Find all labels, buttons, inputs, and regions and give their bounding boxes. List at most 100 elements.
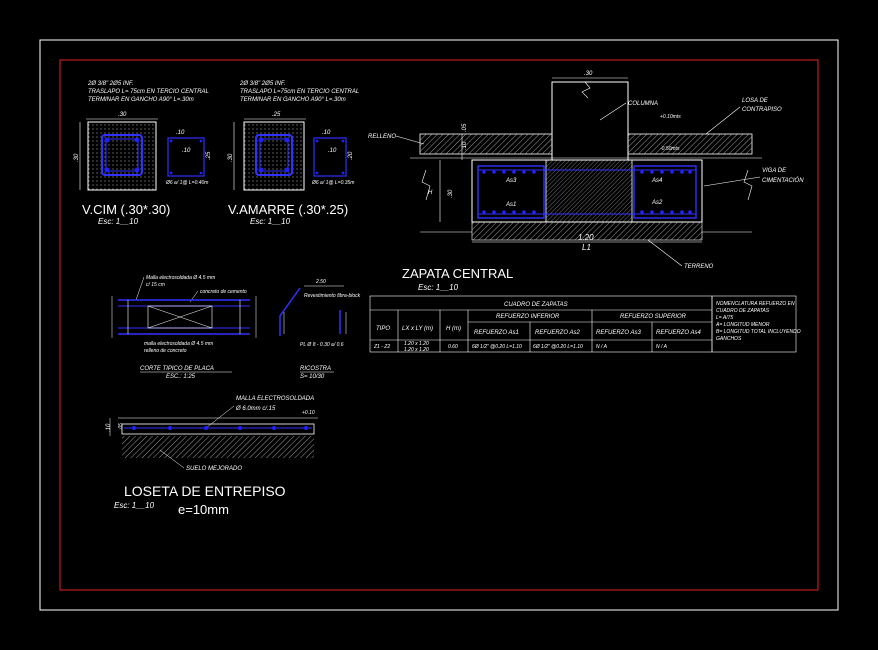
vamarre-small-side: .20 xyxy=(348,151,354,160)
vamarre-stirrup xyxy=(255,134,293,176)
ricostra-title: RICOSTRA xyxy=(300,366,331,372)
label-as2: As2 xyxy=(651,200,663,206)
contrapiso-left xyxy=(419,133,553,155)
column xyxy=(551,81,629,161)
zapata-dim-width: 1.20 xyxy=(578,233,594,242)
table-row-as3: N / A xyxy=(596,344,608,350)
zapata-dim-col: .30 xyxy=(584,71,593,77)
outer-border xyxy=(39,39,839,611)
vcim-small-mid: .10 xyxy=(182,148,191,154)
label-contrapiso: CONTRAPISO xyxy=(742,107,782,113)
table-col-as2: REFUERZO As2 xyxy=(535,330,580,336)
table-col-as1: REFUERZO As1 xyxy=(474,330,519,336)
placa-note-bot-2: relleno de concreto xyxy=(144,348,187,354)
placa-note-top-3: concreto de cemento xyxy=(200,289,247,295)
loseta-detail: MALLA ELECTROSOLDADA Ø 6.0mm c/.15 +0.10… xyxy=(106,396,318,517)
table-note-6: GANCHOS xyxy=(716,336,742,342)
vcim-note-2: TRASLAPO L= 75cm EN TERCIO CENTRAL xyxy=(88,89,209,95)
table-col-as4: REFUERZO As4 xyxy=(656,330,701,336)
table-row-as4: N / A xyxy=(656,344,668,350)
vcim-dim-side: .30 xyxy=(74,153,80,162)
zapata-title: ZAPATA CENTRAL xyxy=(402,266,513,281)
beam-rebar-left xyxy=(477,165,545,219)
vcim-stirrup-note: Ø6 a/ 1@ L=0.40m xyxy=(165,180,208,186)
table-col-as3: REFUERZO As3 xyxy=(596,330,641,336)
placa-title: CORTE TIPICO DE PLACA xyxy=(140,366,214,372)
vcim-stirrup xyxy=(101,134,143,176)
table-note-2: CUADRO DE ZAPATAS xyxy=(716,308,770,314)
vcim-small-section xyxy=(167,137,205,177)
loseta-suelo: SUELO MEJORADO xyxy=(186,466,242,472)
table-col-tipo: TIPO xyxy=(376,326,390,332)
placa-scale: ESC.: 1:25 xyxy=(166,374,196,380)
loseta-dim-10: .10 xyxy=(106,423,112,432)
table-col-h: H (m) xyxy=(446,326,461,332)
level-top: +0.10mts xyxy=(660,114,681,120)
zapata-dim-l1: L1 xyxy=(582,243,591,252)
vamarre-scale: Esc: 1__10 xyxy=(250,217,291,226)
ricostra-detail: 2.50 Revestimiento fibra-block PL Ø 8 - … xyxy=(279,279,361,380)
ricostra-note-2: PL Ø 8 - 0.30 a/ 0.6 xyxy=(300,342,344,348)
inner-border xyxy=(59,59,819,591)
table-title: CUADRO DE ZAPATAS xyxy=(504,302,568,308)
suelo-mejorado xyxy=(122,436,314,458)
vcim-section xyxy=(87,121,157,191)
table-note-5: B= LONGITUD TOTAL INCLUYENDO xyxy=(716,329,801,335)
vamarre-note-2: TRASLAPO L=75cm EN TERCIO CENTRAL xyxy=(240,89,359,95)
table-row-as1: 6Ø 1/2" @0.20 L=1.10 xyxy=(472,344,522,350)
label-viga-2: CIMENTACIÓN xyxy=(762,177,804,184)
table-row-h: 0.60 xyxy=(448,344,458,350)
table-group-inf: REFUERZO INFERIOR xyxy=(496,314,560,320)
vamarre-title: V.AMARRE (.30*.25) xyxy=(228,202,348,217)
pedestal xyxy=(545,159,633,223)
vamarre-stirrup-note: Ø6 a/ 1@ L=0.35m xyxy=(311,180,354,186)
table-row-lx: 1.20 x 1.20 xyxy=(404,341,429,347)
label-as3: As3 xyxy=(505,178,517,184)
table-note-4: A= LONGITUD MENOR xyxy=(715,322,770,328)
table-group-sup: REFUERZO SUPERIOR xyxy=(620,314,687,320)
label-columna: COLUMNA xyxy=(628,101,658,107)
zapata-scale: Esc: 1__10 xyxy=(418,283,459,292)
label-relleno: RELLENO xyxy=(368,134,396,140)
vcim-title: V.CIM (.30*.30) xyxy=(82,202,170,217)
table-row-as2: 6Ø 1/2" @0.20 L=1.10 xyxy=(533,344,583,350)
terreno xyxy=(471,221,703,241)
vamarre-small-section xyxy=(313,137,347,177)
zapata-dim-30: .30 xyxy=(448,189,454,198)
contrapiso-right xyxy=(627,133,753,155)
table-note-3: L= A/75 xyxy=(716,315,733,321)
label-as1: As1 xyxy=(505,202,516,208)
vcim-small-top: .10 xyxy=(176,130,185,136)
vcim-detail: 2Ø 3/8" 2Ø5 INF. TRASLAPO L= 75cm EN TER… xyxy=(74,81,212,226)
loseta-scale: Esc: 1__10 xyxy=(114,501,155,510)
vamarre-detail: 2Ø 3/8" 2Ø5 INF. TRASLAPO L=75cm EN TERC… xyxy=(228,81,359,226)
vcim-small-side: .25 xyxy=(206,151,212,160)
vcim-scale: Esc: 1__10 xyxy=(98,217,139,226)
placa-note-top-2: c/ 15 cm xyxy=(146,282,165,288)
label-as4: As4 xyxy=(651,178,663,184)
loseta-dim-05: .05 xyxy=(118,423,124,430)
table-note-1: NOMENCLATURA REFUERZO EN xyxy=(716,301,795,307)
vamarre-small-mid: .10 xyxy=(328,148,337,154)
label-losa: LOSA DE xyxy=(742,98,769,104)
vcim-note-3: TERMINAR EN GANCHO A90° L=.30m xyxy=(88,97,194,103)
vcim-note-1: 2Ø 3/8" 2Ø5 INF. xyxy=(87,81,133,87)
vamarre-small-top: .10 xyxy=(322,130,331,136)
loseta-malla-2: Ø 6.0mm c/.15 xyxy=(235,406,276,412)
loseta-title: LOSETA DE ENTREPISO xyxy=(124,483,286,499)
beam-rebar-right xyxy=(633,165,697,219)
placa-note-top-1: Malla electrosoldada Ø 4.5 mm xyxy=(146,275,215,281)
ricostra-note-1: Revestimiento fibra-block xyxy=(304,293,361,299)
vcim-dim-top: .30 xyxy=(118,112,127,118)
vamarre-note-1: 2Ø 3/8" 2Ø5 INF. xyxy=(239,81,285,87)
placa-detail: Malla electrosoldada Ø 4.5 mm c/ 15 cm c… xyxy=(111,275,257,380)
zapata-detail: .30 H .30 .10 .0 xyxy=(368,71,804,292)
vamarre-dim-side: .30 xyxy=(228,153,234,162)
table-row-ly: 1.20 x 1.20 xyxy=(404,347,429,353)
loseta-slab xyxy=(121,423,315,435)
vamarre-dim-top: .25 xyxy=(272,112,281,118)
label-terreno: TERRENO xyxy=(684,264,714,270)
zapata-dim-h: H xyxy=(428,190,433,196)
ricostra-scale: S= 10/30 xyxy=(300,374,325,380)
